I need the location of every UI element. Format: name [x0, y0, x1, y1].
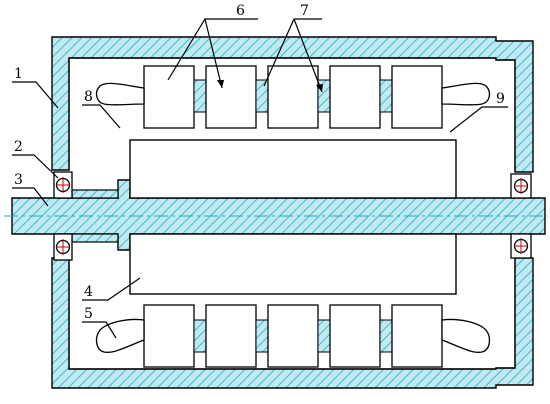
stator-core [391, 304, 443, 368]
cooling-insert [317, 319, 331, 353]
winding-end-bottom-right [441, 318, 491, 353]
label-cooling-insert: 7 [300, 3, 309, 19]
housing-inner-outline [68, 57, 516, 370]
cooling-insert [255, 319, 269, 353]
leader-rotor [82, 277, 141, 301]
label-winding-end-top-right: 9 [496, 91, 505, 107]
bearing-right-top [510, 173, 532, 199]
leader-winding-9 [449, 106, 508, 133]
arrowhead-7 [316, 84, 323, 92]
leader-lines [12, 18, 508, 339]
leader-stator-6b [204, 18, 223, 89]
arrowhead-6 [217, 80, 224, 88]
cooling-insert [193, 319, 207, 353]
leader-bearing [12, 154, 59, 179]
leader-winding-8 [82, 104, 121, 129]
stator-core [329, 304, 381, 368]
stator-core [143, 65, 195, 129]
winding-end-bottom-left [95, 318, 145, 353]
stator-core [205, 65, 257, 129]
stator-core [267, 65, 319, 129]
stator-core [205, 304, 257, 368]
winding-end-top-left [95, 82, 145, 106]
leader-shaft [12, 187, 49, 207]
bearing-right-bottom [510, 233, 532, 259]
cooling-insert [379, 79, 393, 113]
rotor-upper [129, 139, 457, 199]
housing [51, 36, 534, 389]
shaft-collar-left [71, 189, 119, 199]
stator-row-bottom [143, 304, 443, 368]
shaft [4, 179, 548, 251]
label-winding-end-top-left: 8 [84, 89, 93, 105]
rotor-lower [129, 233, 457, 295]
label-shaft: 3 [14, 172, 23, 188]
leader-cooling-7b [293, 18, 323, 93]
leader-winding-bottom [82, 321, 117, 339]
winding-end-top-right [441, 82, 491, 106]
label-housing: 1 [14, 66, 23, 82]
stator-core [267, 304, 319, 368]
label-rotor: 4 [84, 284, 93, 300]
cooling-insert [379, 319, 393, 353]
stator-core [391, 65, 443, 129]
bearing-left-top [53, 171, 73, 199]
stator-core [143, 304, 195, 368]
stator-core [329, 65, 381, 129]
cooling-insert [193, 79, 207, 113]
label-bearing: 2 [14, 139, 23, 155]
leader-housing [12, 81, 59, 109]
label-winding-end-bottom: 5 [84, 306, 93, 322]
stator-row-top [143, 65, 443, 129]
shaft-collar-left-bottom [71, 233, 119, 243]
cooling-insert [255, 79, 269, 113]
label-stator-core: 6 [236, 3, 245, 19]
bearing-left-bottom [53, 233, 73, 261]
